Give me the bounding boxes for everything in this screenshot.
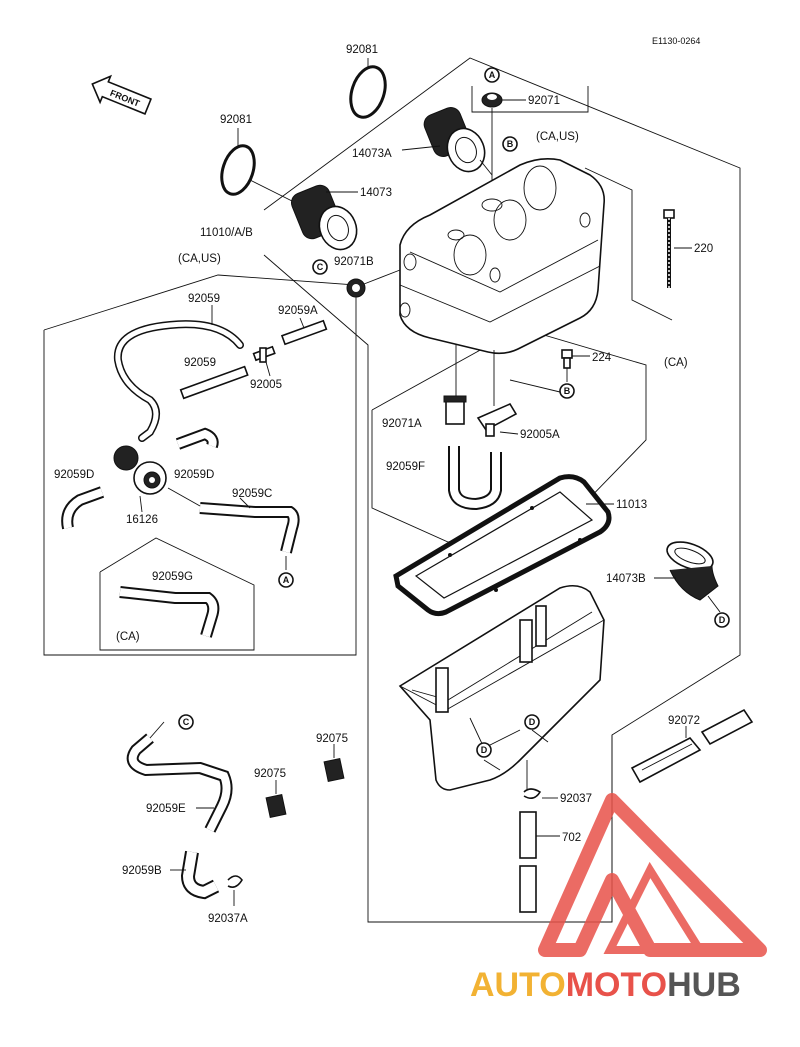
label-ca-bottom: (CA) xyxy=(116,631,140,643)
elbow-92059D-left xyxy=(61,486,105,530)
label-14073A: 14073A xyxy=(352,148,392,160)
plug-702 xyxy=(519,811,537,913)
air-filter-element-11013 xyxy=(393,474,612,617)
air-cleaner-case xyxy=(398,584,605,791)
svg-text:D: D xyxy=(719,615,726,625)
air-cleaner-cover xyxy=(399,158,606,355)
duct-14073A xyxy=(423,107,486,173)
label-92059D-right: 92059D xyxy=(174,469,214,481)
label-92072: 92072 xyxy=(668,715,700,727)
clamp-92037 xyxy=(523,788,542,800)
label-ca-us-left: (CA,US) xyxy=(178,253,221,265)
label-92059A: 92059A xyxy=(278,305,318,317)
label-92075-a: 92075 xyxy=(316,733,348,745)
label-92059-b: 92059 xyxy=(184,357,216,369)
watermark-text: AUTOMOTOHUB xyxy=(470,966,741,1004)
label-224: 224 xyxy=(592,352,612,364)
label-92059B: 92059B xyxy=(122,865,162,877)
svg-text:B: B xyxy=(564,386,571,396)
cap-92071A xyxy=(443,395,467,425)
oring-92081-top xyxy=(349,65,387,119)
hose-92059C xyxy=(199,502,300,554)
label-92005A: 92005A xyxy=(520,429,560,441)
hose-92059-short xyxy=(179,365,249,400)
ref-circle-c-low: C xyxy=(178,714,194,730)
ref-circle-d-right: D xyxy=(714,612,730,628)
svg-text:AUTOMOTOHUB: AUTOMOTOHUB xyxy=(470,966,741,1004)
svg-text:D: D xyxy=(481,745,488,755)
label-11010: 11010/A/B xyxy=(200,227,253,239)
label-92005: 92005 xyxy=(250,379,282,391)
duct-14073 xyxy=(290,184,358,251)
hose-92059E xyxy=(126,733,233,833)
clamp-92037A xyxy=(227,875,243,888)
svg-text:B: B xyxy=(507,139,514,149)
label-11013: 11013 xyxy=(616,499,647,511)
label-92071A: 92071A xyxy=(382,418,422,430)
label-220: 220 xyxy=(694,243,713,255)
ref-circle-b-mid: B xyxy=(559,383,575,399)
valve-16126 xyxy=(113,445,167,495)
ref-circle-c-top: C xyxy=(312,259,328,275)
oring-92081-left xyxy=(220,144,256,196)
band-92072 xyxy=(630,708,754,784)
grommet-92071 xyxy=(481,92,503,108)
label-92059G: 92059G xyxy=(152,571,193,583)
label-92037A: 92037A xyxy=(208,913,248,925)
label-92071B: 92071B xyxy=(334,256,374,268)
label-14073: 14073 xyxy=(360,187,392,199)
ref-circle-d-low: D xyxy=(476,742,492,758)
label-92081-left: 92081 xyxy=(220,114,252,126)
label-14073B: 14073B xyxy=(606,573,646,585)
fitting-92005A xyxy=(476,402,518,437)
watermark-part1: AUTO xyxy=(470,966,566,1004)
ref-circle-a-bottom: A xyxy=(278,572,294,588)
label-92037: 92037 xyxy=(560,793,592,805)
svg-text:A: A xyxy=(283,575,290,585)
cap-92075-lower xyxy=(265,793,287,819)
watermark-logo-icon xyxy=(538,793,767,957)
tee-fitting-92005 xyxy=(252,345,276,363)
label-92059F: 92059F xyxy=(386,461,425,473)
duct-14073B xyxy=(666,541,719,601)
ref-circle-b-top: B xyxy=(502,136,518,152)
svg-text:D: D xyxy=(529,717,536,727)
hose-92059A xyxy=(280,319,328,346)
label-92081-top: 92081 xyxy=(346,44,378,56)
label-ca-us-top: (CA,US) xyxy=(536,131,579,143)
label-92059E: 92059E xyxy=(146,803,186,815)
elbow-92059D-right xyxy=(175,427,219,450)
label-92059C: 92059C xyxy=(232,488,272,500)
hose-92059G xyxy=(119,586,220,638)
diagram-code: E1130-0264 xyxy=(652,36,700,46)
front-arrow-icon: FRONT xyxy=(91,74,152,115)
hose-92059F xyxy=(448,446,502,511)
label-ca-right: (CA) xyxy=(664,357,688,369)
watermark-part2: MOTO xyxy=(566,966,667,1004)
watermark-part3: HUB xyxy=(667,966,741,1004)
elbow-92059B xyxy=(180,850,220,900)
label-92075-b: 92075 xyxy=(254,768,286,780)
screw-224 xyxy=(561,349,573,369)
label-92059D-left: 92059D xyxy=(54,469,94,481)
svg-text:C: C xyxy=(183,717,190,727)
label-702: 702 xyxy=(562,832,581,844)
ref-circle-a-top: A xyxy=(484,67,500,83)
assembly-frame xyxy=(43,57,741,923)
label-16126: 16126 xyxy=(126,514,158,526)
label-92059-a: 92059 xyxy=(188,293,220,305)
ref-circle-d-mid: D xyxy=(524,714,540,730)
cap-92075-upper xyxy=(323,757,345,783)
hose-92059-loop xyxy=(113,320,244,442)
svg-text:A: A xyxy=(489,70,496,80)
bolt-220 xyxy=(663,209,675,288)
grommet-92071B xyxy=(346,278,366,298)
label-92071: 92071 xyxy=(528,95,560,107)
svg-text:C: C xyxy=(317,262,324,272)
